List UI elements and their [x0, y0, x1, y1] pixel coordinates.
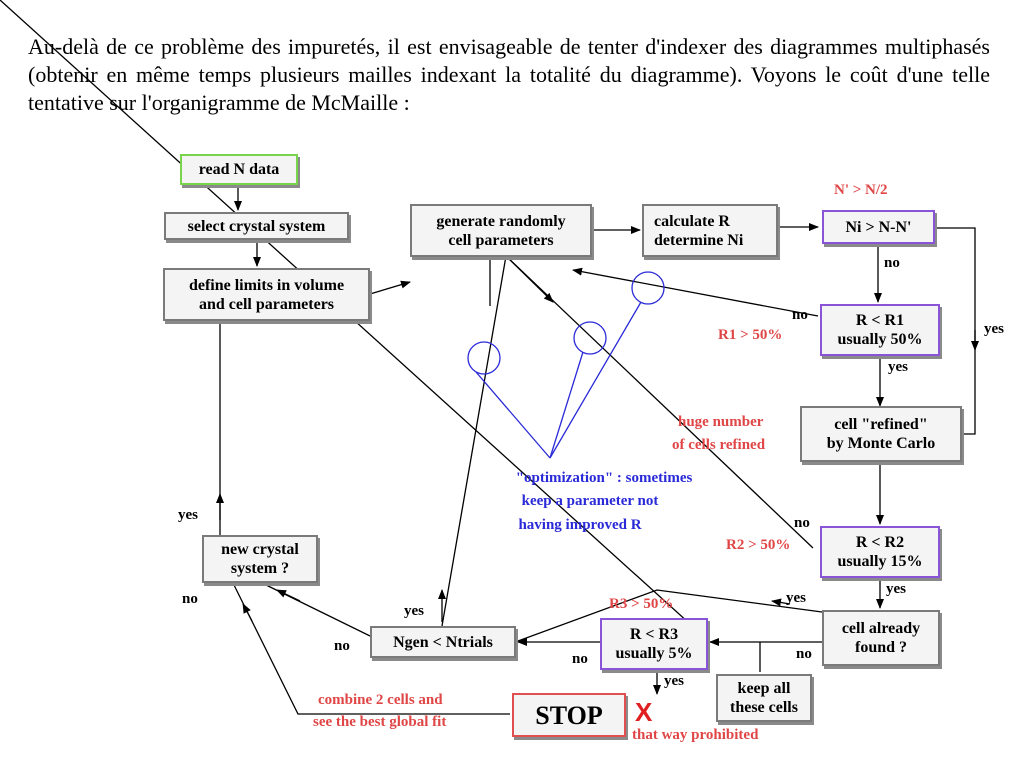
- read-data-box: read N data: [180, 154, 298, 185]
- refined-line1: cell "refined": [834, 416, 928, 433]
- no-label-already: no: [796, 646, 812, 662]
- ngen-label: Ngen < Ntrials: [393, 633, 493, 651]
- n-prime-label: N' > N/2: [834, 182, 888, 198]
- yes-label-r1: yes: [888, 359, 908, 375]
- refined-line2: by Monte Carlo: [826, 435, 936, 452]
- r2-line1: R < R2: [855, 534, 905, 551]
- yes-label-ngen: yes: [404, 603, 424, 619]
- no-label-r3: no: [572, 651, 588, 667]
- combine-line1: combine 2 cells and: [318, 692, 443, 708]
- r2-threshold-label: R2 > 50%: [726, 537, 791, 553]
- keep-line2: these cells: [730, 699, 798, 716]
- optimization-line3: having improved R: [518, 517, 642, 533]
- new-system-line1: new crystal: [221, 541, 299, 558]
- already-line2: found ?: [854, 639, 908, 656]
- new-system-line2: system ?: [230, 560, 290, 577]
- r1-test-box: R < R1 usually 50%: [820, 304, 940, 356]
- select-system-label: select crystal system: [187, 217, 326, 235]
- define-limits-line2: and cell parameters: [198, 295, 335, 313]
- read-data-label: read N data: [198, 161, 280, 178]
- generate-line2: cell parameters: [448, 231, 554, 249]
- prohibited-x-mark: X: [635, 697, 653, 727]
- calculate-line1: calculate R: [654, 212, 730, 230]
- refined-box: cell "refined" by Monte Carlo: [800, 406, 962, 462]
- no-label-ngen: no: [334, 638, 350, 654]
- calculate-box: calculate R determine Ni: [642, 204, 778, 257]
- r2-test-box: R < R2 usually 15%: [820, 526, 940, 578]
- keep-line1: keep all: [737, 680, 791, 697]
- r2-line2: usually 15%: [837, 553, 923, 570]
- yes-label-ni: yes: [984, 321, 1004, 337]
- r3-line1: R < R3: [629, 626, 679, 643]
- ni-test-box: Ni > N-N': [822, 210, 935, 244]
- ngen-test-box: Ngen < Ntrials: [370, 626, 516, 658]
- r3-line2: usually 5%: [615, 645, 693, 662]
- define-limits-box: define limits in volume and cell paramet…: [163, 268, 370, 321]
- intro-paragraph: Au-delà de ce problème des impuretés, il…: [28, 34, 990, 115]
- yes-label-new-system: yes: [178, 507, 198, 523]
- r1-line2: usually 50%: [837, 331, 923, 348]
- no-label-r1: no: [792, 307, 808, 323]
- optimization-line2: keep a parameter not: [521, 493, 659, 509]
- stop-box: STOP: [512, 693, 626, 737]
- no-label-ni: no: [884, 255, 900, 271]
- new-system-box: new crystal system ?: [202, 535, 318, 583]
- arrows: [0, 0, 979, 715]
- huge-number-line2: of cells refined: [672, 437, 766, 453]
- r3-test-box: R < R3 usually 5%: [600, 618, 708, 670]
- yes-label-r3: yes: [664, 673, 684, 689]
- ni-test-label: Ni > N-N': [845, 218, 912, 236]
- generate-box: generate randomly cell parameters: [410, 204, 592, 257]
- r3-threshold-label: R3 > 50%: [609, 596, 674, 612]
- select-system-box: select crystal system: [164, 212, 349, 240]
- define-limits-line1: define limits in volume: [188, 276, 345, 294]
- already-found-box: cell already found ?: [822, 610, 940, 666]
- optimization-callout: [467, 271, 665, 459]
- calculate-line2: determine Ni: [654, 231, 744, 249]
- r1-threshold-label: R1 > 50%: [718, 327, 783, 343]
- no-label-new-system: no: [182, 591, 198, 607]
- combine-line2: see the best global fit: [313, 714, 447, 730]
- yes-label-r2: yes: [886, 581, 906, 597]
- stop-label: STOP: [535, 700, 603, 730]
- r1-line1: R < R1: [855, 312, 905, 329]
- huge-number-line1: huge number: [678, 414, 764, 430]
- yes-label-already: yes: [786, 590, 806, 606]
- keep-cells-box: keep all these cells: [716, 674, 812, 722]
- generate-line1: generate randomly: [436, 212, 566, 230]
- no-label-r2: no: [794, 515, 810, 531]
- prohibited-label: that way prohibited: [632, 727, 759, 743]
- already-line1: cell already: [841, 620, 921, 637]
- optimization-line1: "optimization" : sometimes: [515, 470, 693, 486]
